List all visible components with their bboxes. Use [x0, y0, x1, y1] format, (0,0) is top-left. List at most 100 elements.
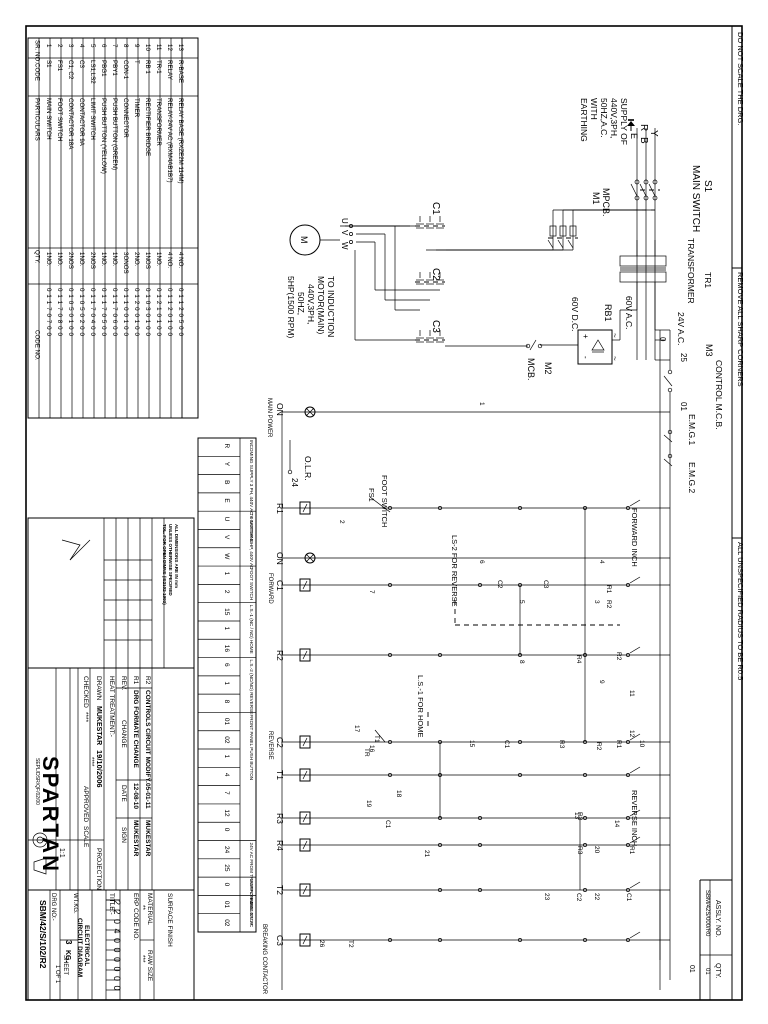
earth-icon — [627, 119, 635, 131]
contact-terminal — [388, 506, 392, 510]
projection-label: PROJECTION — [95, 848, 102, 890]
wire-node-4: 4 — [598, 560, 605, 564]
terminal-01: 01 — [223, 718, 230, 726]
emg-contact — [663, 434, 673, 443]
wire-node-22: 22 — [593, 893, 600, 901]
bom-cell-particulars: FOOT SWITCH — [56, 98, 63, 141]
bom-cell-particulars: PUSH BUTTON (YELLOW) — [100, 98, 107, 174]
contact-terminal — [626, 816, 630, 820]
material-value: ** — [139, 905, 146, 911]
bom-cell-code-no: 0 1 1 7 0 8 0 0 — [56, 288, 63, 337]
drawing-frame — [25, 25, 743, 1001]
terminal-8: 8 — [223, 700, 230, 704]
contact-terminal — [518, 773, 522, 777]
bom-cell-code-no: 0 1 1 7 0 6 0 0 — [111, 288, 118, 337]
terminal-group-label: 24V AC FROM TRANSFORMER — [249, 843, 254, 911]
wire-node-8: 8 — [518, 660, 525, 664]
bom-cell-code: PBY1 — [111, 60, 118, 76]
bom-cell-code-no: 0 1 1 2 0 1 0 0 — [166, 288, 173, 337]
coil-note-reverse: REVERSE — [267, 731, 273, 760]
erp-code-label: ERP CODE NO. — [132, 893, 139, 940]
main-switch-label: MAIN SWITCH — [690, 165, 701, 232]
contact-terminal — [626, 740, 630, 744]
coil-label-r1: R1 — [275, 503, 285, 514]
terminal-12: 12 — [223, 809, 230, 817]
wire-node-3: 3 — [593, 600, 600, 604]
bom-cell-code-no: 0 1 0 5 0 2 0 0 — [78, 288, 85, 337]
heat-treatment: HEAT TREATMENT:- — [108, 676, 115, 737]
terminal-7: 7 — [223, 791, 230, 795]
contact-label-t2: T2 — [347, 940, 354, 948]
plus-sign: + — [581, 334, 590, 339]
coil-label-c2: C2 — [275, 737, 285, 748]
foot-switch-contact — [369, 496, 391, 513]
company-sub: SEPL/DSR/QF/02/00 — [34, 758, 40, 805]
contact-terminal — [518, 506, 522, 510]
tol-note-1: ALL DIMENSIONS ARE IN mm — [174, 524, 179, 588]
raw-size-label: RAW SIZE — [146, 950, 153, 982]
coil-label-r2: R2 — [275, 650, 285, 661]
bom-cell-sr: 2 — [56, 44, 63, 48]
node-zero: 0 — [658, 337, 667, 342]
coil-label-r4: R4 — [275, 840, 285, 851]
supply-line-4: EARTHING — [579, 98, 589, 142]
terminal-table: INCOMING SUPPLY 3 PH, 440V AC + EARTHING… — [197, 437, 257, 933]
terminal-U: U — [223, 517, 230, 522]
contact-label-t1: T1 — [373, 735, 380, 743]
terminal-02: 02 — [223, 736, 230, 744]
contact-terminal — [583, 773, 587, 777]
terminal-24: 24 — [223, 846, 230, 854]
phase-label-r: R — [638, 124, 649, 131]
contact-terminal — [583, 816, 587, 820]
wire-node-20: 20 — [593, 846, 600, 854]
drg-no-label: DRG NO:- — [50, 893, 56, 921]
rev-r1-sign: MUKESTAR — [132, 820, 139, 857]
bom-cell-code-no: 0 1 2 0 0 1 0 0 — [133, 288, 140, 337]
wire-node-2: 2 — [338, 520, 345, 524]
contact-label-r1: R1 — [628, 846, 635, 855]
bom-cell-qty: 1NO. — [78, 252, 85, 267]
bom-cell-sr: 13 — [177, 44, 184, 51]
bom-cell-sr: 4 — [78, 44, 85, 48]
bom-cell-code: TR-1 — [155, 60, 162, 74]
contact-terminal — [626, 773, 630, 777]
bom-cell-code-no: 0 1 0 5 0 1 0 0 — [67, 288, 74, 337]
terminal-group-label: TO MOTOR 5 HP, 440V AC — [249, 513, 254, 570]
projection-cone-icon — [33, 857, 47, 875]
raw-size-value: *** — [139, 955, 146, 963]
contact-blade — [629, 733, 641, 741]
wire-node-10: 10 — [638, 740, 645, 748]
bom-cell-code: CON-1 — [122, 60, 129, 80]
contact-terminal — [478, 816, 482, 820]
bom-cell-sr: 7 — [111, 44, 118, 48]
bom-header-particulars: PARTICULARS — [34, 98, 41, 141]
sheet-label: SHEET — [62, 955, 68, 975]
motor-label: M — [299, 236, 309, 244]
surface-finish-title: SURFACE FINISH — [166, 893, 173, 947]
contact-terminal — [388, 653, 392, 657]
date-header: DATE — [120, 785, 127, 803]
control-mcb-contact — [663, 375, 673, 387]
bom-cell-code: FS1 — [56, 60, 63, 72]
rev-r2-sign: MUKESTAR — [144, 820, 151, 857]
phase-label-e: E — [629, 133, 639, 139]
mcb-terminal — [667, 369, 673, 375]
bom-header-sr: SR. NO. — [34, 40, 41, 63]
ac-sign: ~ — [610, 333, 619, 338]
olr-label: O.L.R. — [303, 456, 313, 481]
supply-line-3: WITH — [589, 98, 599, 120]
coil-label-c3: C3 — [275, 935, 285, 946]
supply-title: SUPPLY OF — [619, 98, 629, 145]
mpcb-label: MPCB. — [601, 188, 611, 217]
contact-terminal — [438, 888, 442, 892]
contact-label-c2: C2 — [496, 580, 503, 589]
bom-cell-code: C1, C2 — [67, 60, 74, 80]
bom-cell-sr: 8 — [122, 44, 129, 48]
terminal-group-label: INCOMING SUPPLY 3 PH, 440V AC + EARTHING — [249, 440, 254, 544]
motor-terminal — [349, 224, 353, 228]
contact-terminal — [626, 888, 630, 892]
scale-value: 1:1 — [58, 848, 65, 858]
emg-terminal — [667, 453, 673, 459]
motor-terminal — [349, 232, 353, 236]
